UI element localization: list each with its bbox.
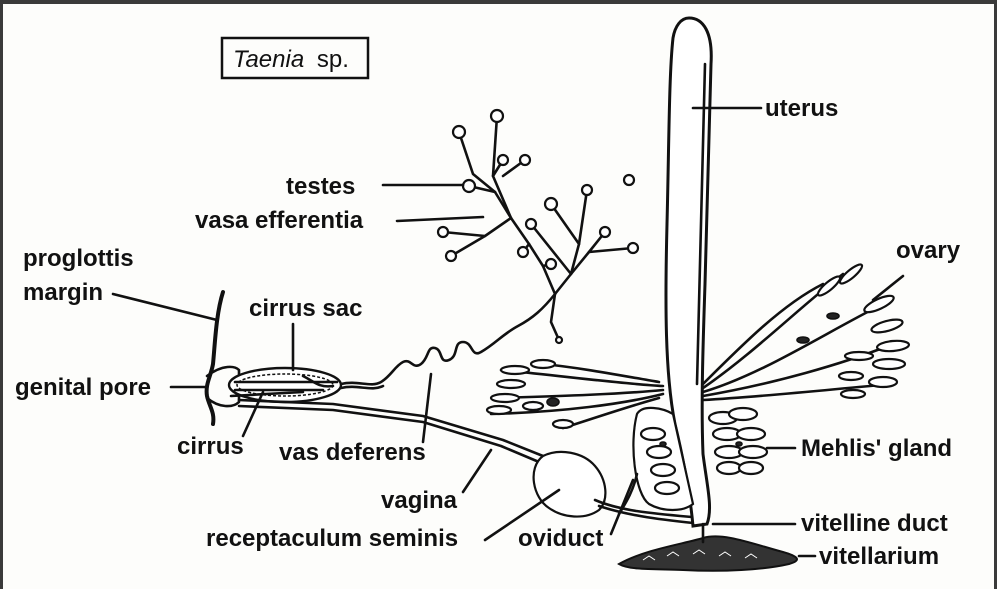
vitellarium <box>619 536 797 570</box>
label-cirrus: cirrus <box>177 433 244 460</box>
oviduct-duct <box>599 506 703 524</box>
label-vasa-efferentia: vasa efferentia <box>195 207 364 234</box>
label-proglottis: proglottis <box>23 245 134 272</box>
label-vagina: vagina <box>381 487 458 514</box>
label-ovary: ovary <box>896 237 961 264</box>
label-vas-deferens: vas deferens <box>279 439 426 466</box>
label-uterus: uterus <box>765 95 838 122</box>
label-vitellarium: vitellarium <box>819 543 939 570</box>
title-box: Taenia sp. <box>222 38 368 78</box>
label-genital-pore: genital pore <box>15 374 151 401</box>
label-cirrus-sac: cirrus sac <box>249 295 362 322</box>
leader-vagina <box>463 450 491 492</box>
leader-vas-deferens <box>423 374 431 442</box>
testes-follicles <box>438 110 638 343</box>
title-genus: Taenia <box>233 46 304 73</box>
receptaculum-seminis <box>534 452 606 517</box>
label-receptaculum-seminis: receptaculum seminis <box>206 525 458 552</box>
svg-text:Taenia sp.: Taenia sp. <box>233 46 349 73</box>
label-testes: testes <box>286 173 355 200</box>
cirrus-sac <box>229 368 341 402</box>
title-suffix: sp. <box>317 46 349 73</box>
label-oviduct: oviduct <box>518 525 603 552</box>
ovary-right-lobe <box>703 262 909 400</box>
leader-vasa <box>397 217 483 221</box>
taenia-reproductive-diagram: Taenia sp. <box>3 4 997 593</box>
label-mehlis-gland: Mehlis' gland <box>801 435 952 462</box>
leader-proglottis <box>113 294 217 320</box>
label-margin: margin <box>23 279 103 306</box>
label-vitelline-duct: vitelline duct <box>801 510 948 537</box>
